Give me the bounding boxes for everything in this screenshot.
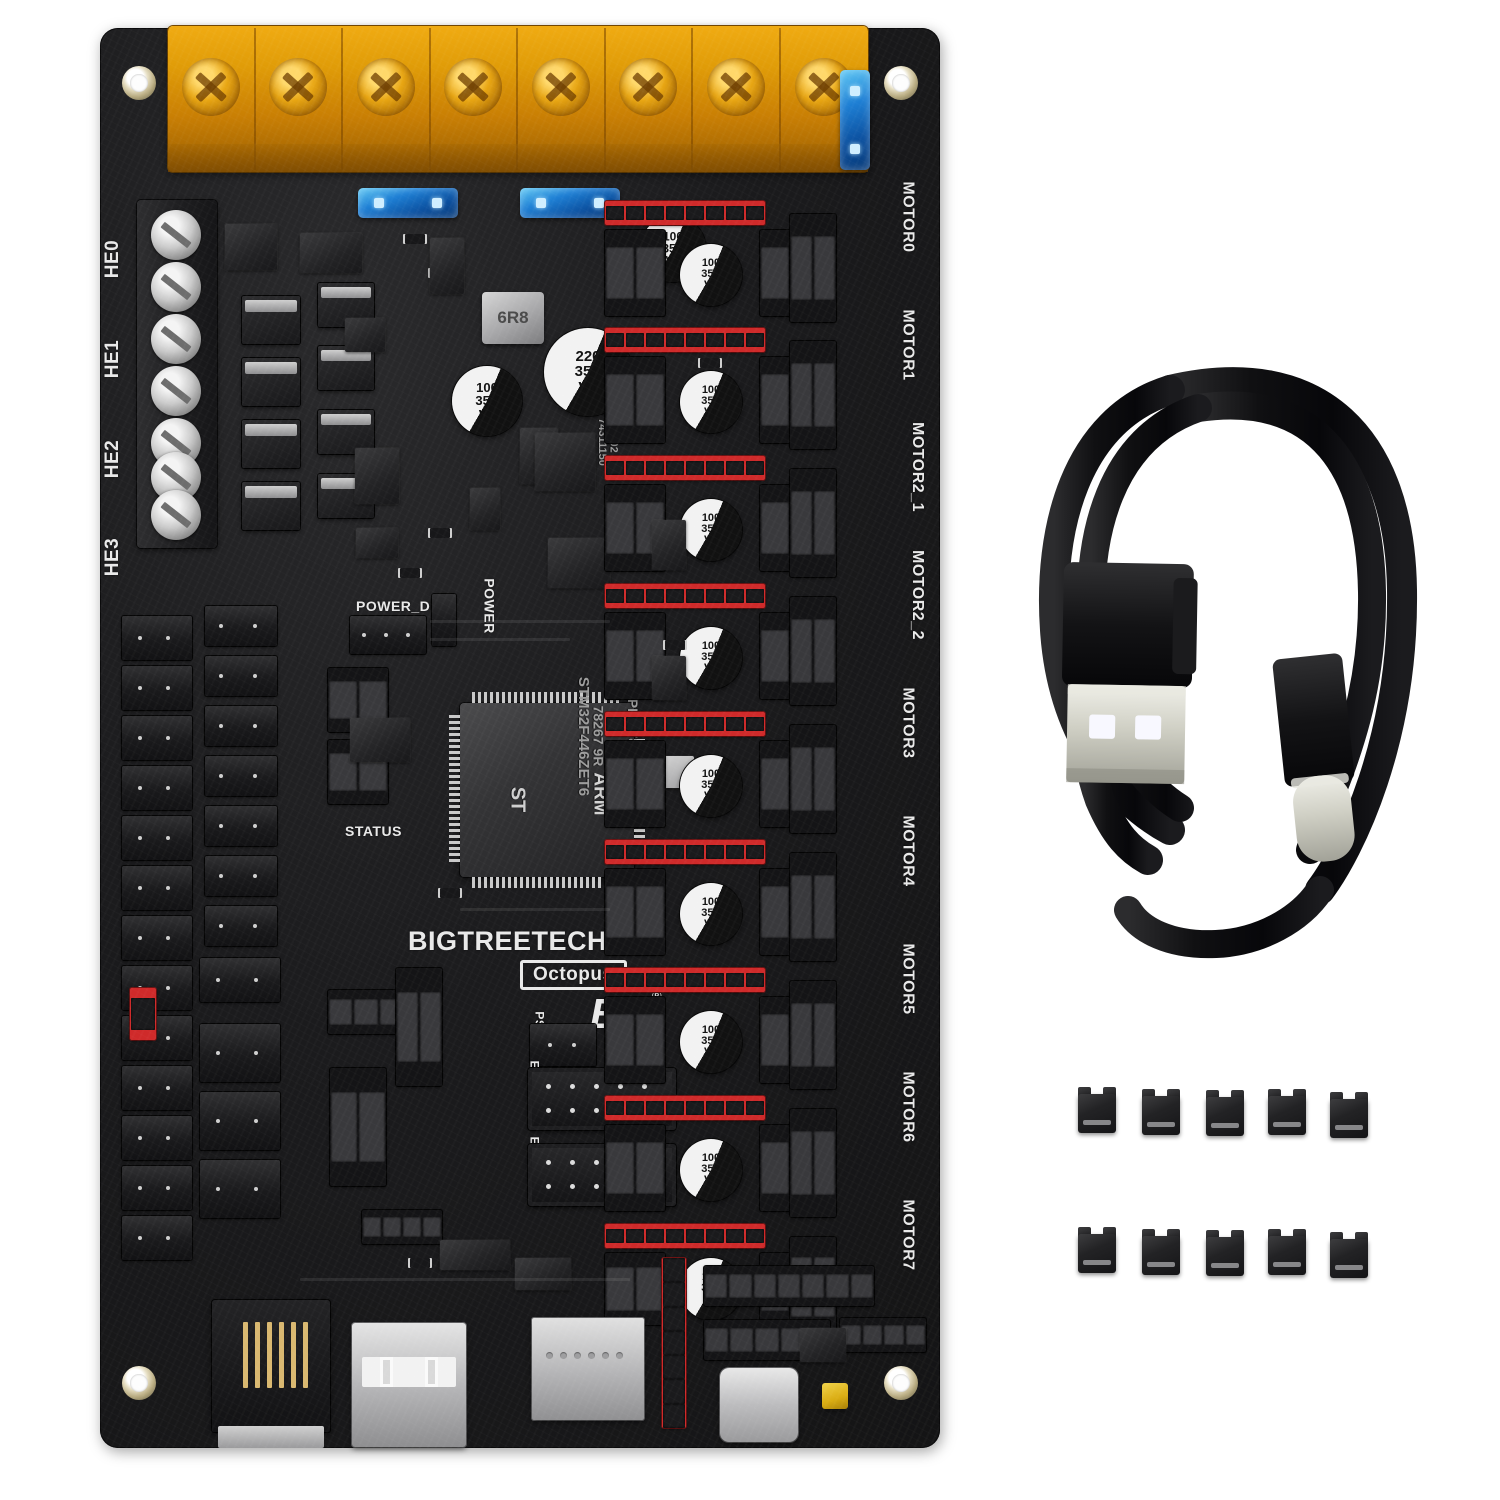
silk-label-motor0: MOTOR0 [899,181,917,253]
jumper-caps-accessory-group [1078,1085,1398,1305]
mosfet [242,420,300,468]
jumper-cap [1206,1088,1244,1136]
smd-ic [225,224,277,270]
silk-label-motor3: MOTOR3 [899,687,917,759]
jumper-cap [1330,1230,1368,1278]
blade-fuse-hotend [358,188,458,218]
silk-label-he2: HE2 [102,439,124,479]
silk-label-motor1: MOTOR1 [899,309,917,381]
smd-ic [355,448,399,504]
smd-ic [345,318,385,352]
silk-label-motor6: MOTOR6 [899,1071,917,1143]
mounting-hole [884,66,918,100]
usb-cable-accessory [1020,330,1450,1030]
silk-label-status: STATUS [345,823,402,839]
pin-header[interactable] [328,990,404,1034]
pin-header[interactable] [840,1318,926,1352]
jumper-cap [1142,1087,1180,1135]
heater-screw-terminal-block [137,200,217,548]
mosfet [318,346,374,390]
buck-converter-ic [548,538,610,588]
ethernet-port-rj45 [212,1300,330,1448]
silk-label-motor4: MOTOR4 [899,815,917,887]
mosfet [242,358,300,406]
logic-ic-74hc [535,433,595,491]
smd-ic [800,1328,846,1362]
smd-ic [356,528,398,558]
silk-label-he3: HE3 [102,537,124,577]
silk-label-motor2-1: MOTOR2_1 [908,422,926,512]
jumper-cap [1268,1227,1306,1275]
blade-fuse-main [840,70,870,170]
jumper-strip-red[interactable] [662,1258,686,1428]
pin-header[interactable] [362,1210,442,1244]
usb-c-device-port [720,1368,798,1442]
microsd-card-slot [532,1318,644,1420]
silk-label-motor5: MOTOR5 [899,943,917,1015]
blade-fuse-bed [520,188,620,218]
power-connector [432,594,456,646]
mosfet [318,410,374,454]
reset-button[interactable] [822,1383,848,1409]
pin-header[interactable] [396,968,442,1086]
smd-ic [300,233,362,273]
power-terminal-block [168,26,868,172]
mounting-hole [884,1366,918,1400]
jumper-cap [1268,1087,1306,1135]
mcu-lot-code: 78267 9R [590,705,607,767]
usb-a-connector [1062,562,1198,785]
jumper-cap [1078,1085,1116,1133]
brand-name: BIGTREETECH [408,926,608,956]
silk-label-motor7: MOTOR7 [899,1199,917,1271]
ps-on-connector [530,1024,596,1066]
mosfet [242,296,300,344]
jumper-cap [1142,1227,1180,1275]
silk-label-motor2-2: MOTOR2_2 [908,550,926,640]
silk-label-he1: HE1 [102,339,124,379]
jumper-cap [1330,1090,1368,1138]
power-inductor: 6R8 [482,292,544,344]
mounting-hole [122,1366,156,1400]
mcu-vendor-logo: ST [506,786,529,813]
model-name: Octopus [533,964,614,985]
jumper-header-red[interactable] [130,988,156,1040]
mosfet [242,482,300,530]
usb-a-host-port [352,1323,466,1447]
pin-header[interactable] [704,1266,874,1306]
silk-label-he0: HE0 [102,239,124,279]
silk-label-power-det: POWER_DET [356,598,450,614]
usb-c-connector [1272,653,1355,862]
pin-header[interactable] [330,1068,386,1186]
jumper-cap [1206,1228,1244,1276]
silk-label-power: POWER [481,578,498,634]
power-det-connector [350,616,426,654]
jumper-cap [1078,1225,1116,1273]
registered-trademark: ® [652,988,663,1003]
mounting-hole [122,66,156,100]
